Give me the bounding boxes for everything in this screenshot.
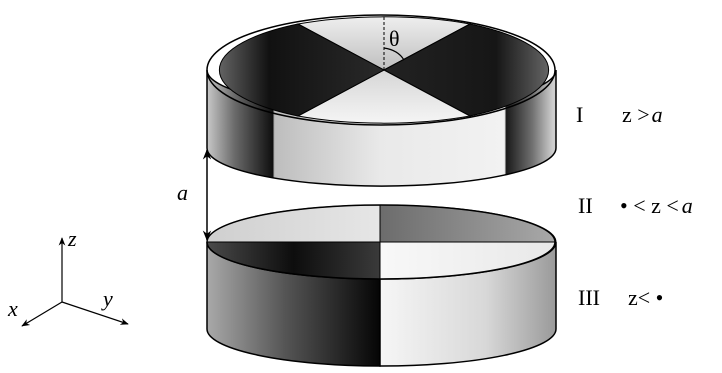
region-3-numeral: III	[578, 285, 600, 310]
x-axis-label: x	[7, 296, 18, 321]
region-2-condition: • < z <a	[620, 193, 693, 218]
theta-label: θ	[389, 26, 400, 51]
top-disc: θ	[206, 14, 557, 187]
bottom-face-rim	[206, 204, 556, 280]
y-axis	[61, 301, 129, 325]
region-2-numeral: II	[578, 193, 593, 218]
top-face-rim	[206, 14, 556, 126]
gap-dimension: a	[177, 148, 212, 242]
top-face-left-sector	[218, 23, 386, 117]
x-axis	[21, 301, 63, 327]
region-3-condition: z< •	[628, 285, 663, 310]
region-1-condition: z >a	[622, 102, 663, 127]
theta-arc	[383, 47, 405, 61]
region-labels: I z >a II • < z <a III z< •	[576, 102, 693, 310]
top-face-right-sector	[382, 23, 550, 117]
top-face-front-sector	[296, 69, 472, 124]
z-axis-label: z	[67, 226, 77, 251]
bottom-disc	[206, 204, 557, 367]
y-axis-label: y	[101, 286, 113, 311]
region-1-numeral: I	[576, 102, 583, 127]
coordinate-axes: z x y	[7, 226, 129, 327]
gap-label: a	[177, 180, 188, 205]
